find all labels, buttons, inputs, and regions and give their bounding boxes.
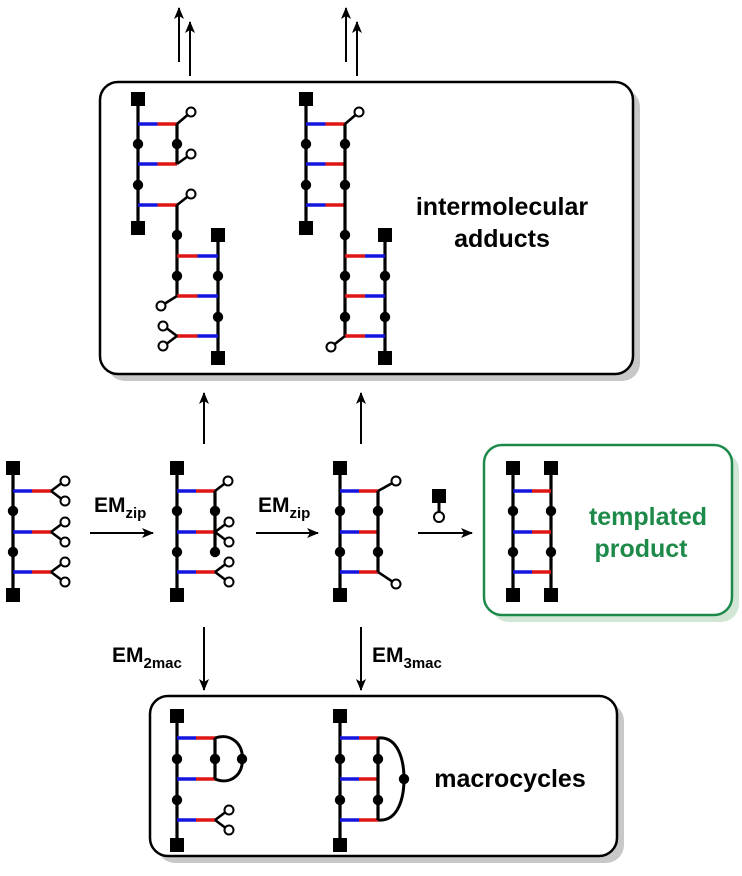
templated-product-molecule <box>506 461 558 602</box>
intermolecular-adduct-1 <box>131 92 225 365</box>
em-3mac-label: EM3mac <box>372 644 442 672</box>
three-rung-macrocycle <box>333 709 410 852</box>
first-intermediate <box>170 461 235 602</box>
intermolecular-adducts-box <box>98 80 635 376</box>
capping-reagent-icon <box>432 489 446 523</box>
macrocycles-box <box>148 694 619 858</box>
molecules <box>6 92 558 852</box>
adducts-label: adducts <box>454 225 550 253</box>
template-molecule <box>6 461 71 602</box>
em-zip-label-2: EMzip <box>258 494 310 522</box>
macrocycles-label: macrocycles <box>434 765 586 793</box>
two-rung-macrocycle <box>170 709 248 852</box>
em-zip-label-1: EMzip <box>94 494 146 522</box>
intermolecular-adduct-2 <box>299 92 392 365</box>
templated-label: templated <box>589 503 707 531</box>
second-intermediate <box>333 461 402 602</box>
intermolecular-label: intermolecular <box>416 193 589 221</box>
product-label: product <box>594 535 688 563</box>
arrows <box>90 7 473 691</box>
em-2mac-label: EM2mac <box>112 644 182 672</box>
